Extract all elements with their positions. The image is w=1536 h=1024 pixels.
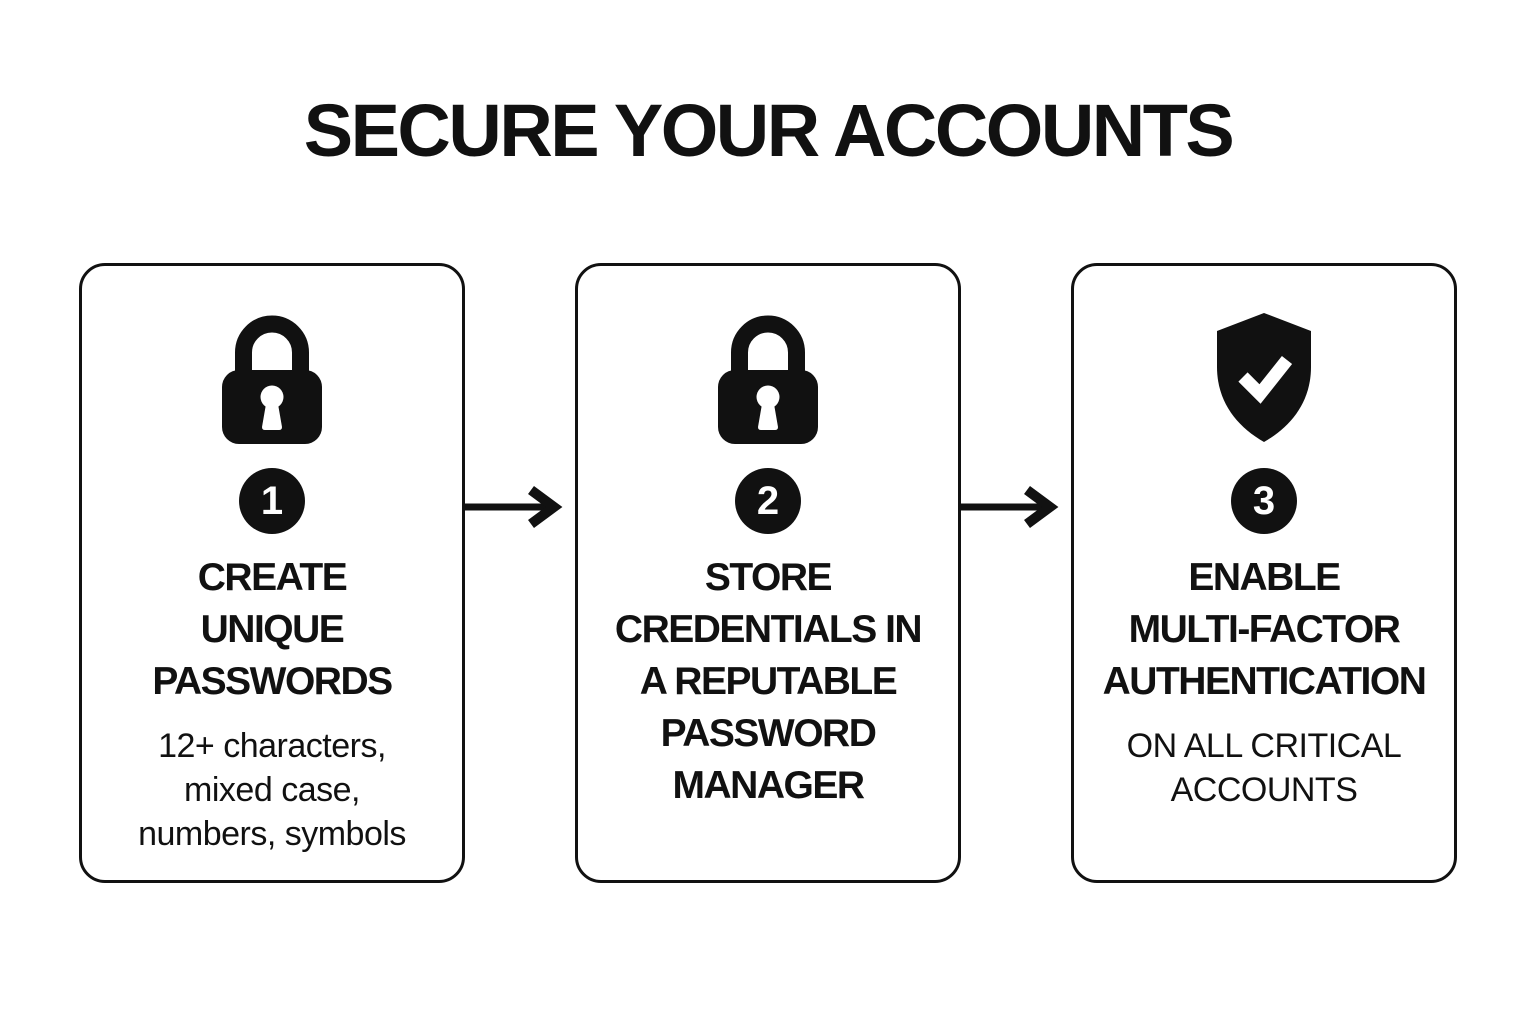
- page-title: SECURE YOUR ACCOUNTS: [303, 89, 1235, 172]
- step-subtext: 12+ characters, mixed case, numbers, sym…: [138, 727, 406, 853]
- shield-check-icon: [1212, 310, 1316, 444]
- step-heading: ENABLE MULTI-FACTOR AUTHENTICATION: [1102, 556, 1427, 703]
- arrow-right-icon: [961, 485, 1071, 529]
- step-heading: STORE CREDENTIALS IN A REPUTABLE PASSWOR…: [614, 556, 923, 807]
- step-heading: CREATE UNIQUE PASSWORDS: [152, 556, 393, 703]
- step-number-badge: 2: [735, 468, 801, 534]
- step-card-1: 1 CREATE UNIQUE PASSWORDS 12+ characters…: [79, 263, 465, 883]
- padlock-icon: [222, 310, 322, 444]
- step-card-3: 3 ENABLE MULTI-FACTOR AUTHENTICATION ON …: [1071, 263, 1457, 883]
- step-subtext: ON ALL CRITICAL ACCOUNTS: [1126, 727, 1402, 809]
- steps-row: 1 CREATE UNIQUE PASSWORDS 12+ characters…: [0, 263, 1536, 883]
- arrow-right-icon: [465, 485, 575, 529]
- padlock-icon: [718, 310, 818, 444]
- step-card-2: 2 STORE CREDENTIALS IN A REPUTABLE PASSW…: [575, 263, 961, 883]
- step-number-badge: 3: [1231, 468, 1297, 534]
- step-number-badge: 1: [239, 468, 305, 534]
